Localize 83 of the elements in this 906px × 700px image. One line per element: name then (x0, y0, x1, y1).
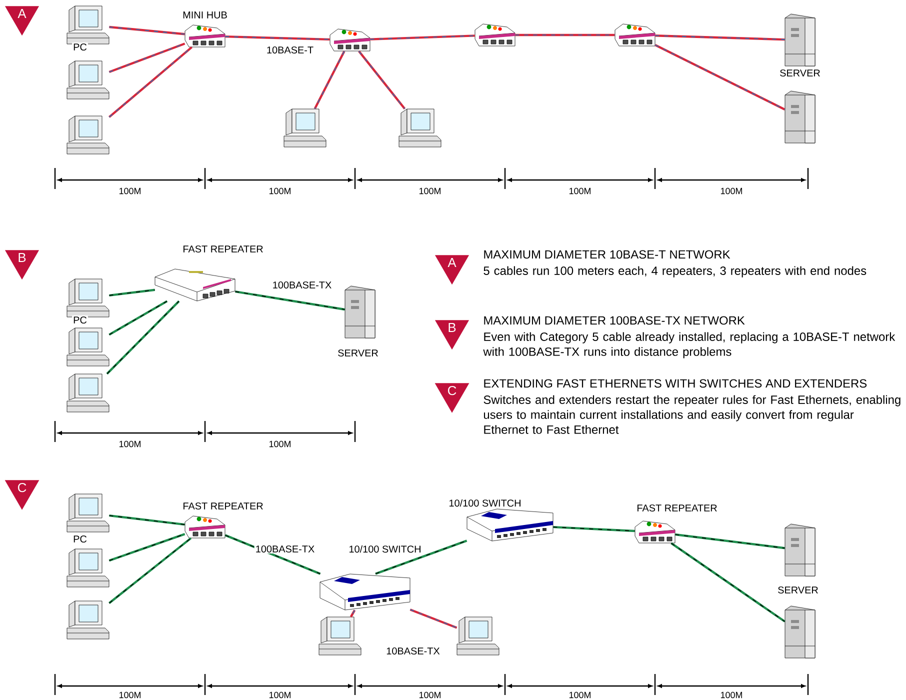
hub-drawing (184, 516, 226, 538)
twisted-pair-cable (654, 34, 786, 41)
device-label: FAST REPEATER (182, 244, 264, 254)
dimension-label: 100M (419, 188, 440, 194)
dimension-label: 100M (269, 188, 290, 194)
twisted-pair-cable (410, 608, 458, 629)
twisted-pair-cable (234, 290, 346, 311)
device-label: 10/100 SWITCH (448, 498, 522, 508)
twisted-pair-cable (358, 50, 406, 110)
computer-drawing (66, 374, 110, 412)
twisted-pair-cable (514, 34, 616, 36)
dimension-label: 100M (119, 188, 140, 194)
repeater-drawing (154, 268, 236, 302)
device-label: FAST REPEATER (636, 503, 718, 513)
edge-label: 100BASE-TX (254, 544, 316, 554)
twisted-pair-cable (108, 46, 192, 118)
computer-drawing (284, 108, 326, 148)
dimension-label: 100M (569, 188, 590, 194)
computer-drawing (66, 600, 110, 640)
device-label: SERVER (776, 585, 820, 595)
computer-drawing (66, 278, 110, 318)
twisted-pair-cable (106, 300, 180, 375)
computer-drawing (66, 6, 110, 44)
server-drawing (784, 14, 816, 66)
dimension-label: 100M (569, 692, 590, 698)
twisted-pair-cable (314, 50, 346, 110)
dimension-label: 100M (119, 440, 140, 448)
dimension-label: 100M (419, 692, 440, 698)
twisted-pair-cable (108, 300, 168, 336)
dimension-label: 100M (269, 692, 290, 698)
server-drawing (784, 524, 816, 576)
computer-drawing (456, 616, 500, 656)
switch-drawing (320, 574, 410, 610)
twisted-pair-cable (108, 288, 156, 297)
computer-drawing (66, 494, 110, 532)
server-drawing (784, 606, 816, 658)
dimension-label: 100M (720, 692, 742, 698)
description-text: 5 cables run 100 meters each, 4 repeaters, 3 repeaters with end nodes (484, 266, 866, 278)
twisted-pair-cable (670, 542, 786, 622)
section-heading: MAXIMUM DIAMETER 100BASE-TX NETWORK (484, 316, 745, 325)
dimension-label: 100M (720, 188, 742, 194)
twisted-pair-cable (224, 35, 330, 41)
computer-drawing (66, 60, 110, 100)
computer-drawing (66, 328, 110, 366)
device-label: SERVER (336, 348, 380, 358)
device-label: MINI HUB (182, 10, 228, 20)
server-drawing (344, 286, 376, 338)
hub-drawing (184, 24, 226, 48)
twisted-pair-cable (108, 514, 186, 526)
computer-drawing (66, 116, 110, 154)
switch-drawing (466, 508, 554, 542)
section-heading: EXTENDING FAST ETHERNETS WITH SWITCHES AND EXTENDERS (484, 379, 867, 388)
edge-label: 100BASE-TX (271, 280, 333, 290)
twisted-pair-cable (654, 44, 786, 110)
server-drawing (784, 90, 816, 144)
hub-drawing (330, 28, 370, 52)
edge-label: 10BASE-T (265, 45, 315, 55)
twisted-pair-cable (108, 42, 186, 74)
dimension-label: 100M (269, 440, 290, 448)
device-label: 10/100 SWITCH (348, 544, 422, 554)
twisted-pair-cable (108, 533, 186, 562)
twisted-pair-cable (350, 610, 356, 618)
device-label: PC (72, 534, 88, 544)
section-heading: MAXIMUM DIAMETER 10BASE-T NETWORK (484, 250, 730, 259)
hub-drawing (474, 24, 516, 46)
description-text: Switches and extenders restart the repeater rules for Fast Ethernets, enabling users to maintain current installations and easily convert from regular Ethernet to Fast Ethernet (484, 395, 900, 434)
twisted-pair-cable (375, 540, 468, 575)
twisted-pair-cable (108, 537, 192, 604)
dimension-label: 100M (119, 692, 140, 698)
twisted-pair-cable (370, 34, 476, 40)
computer-drawing (318, 616, 362, 656)
twisted-pair-cable (224, 534, 321, 575)
device-label: SERVER (778, 68, 822, 78)
description-text: Even with Category 5 cable already installed, replacing a 10BASE-T network with 100BASE-TX runs into distance problems (483, 332, 896, 358)
twisted-pair-cable (552, 526, 636, 532)
twisted-pair-cable (108, 26, 186, 36)
cable-label: 10BASE-TX (385, 646, 441, 656)
hub-drawing (634, 520, 676, 544)
twisted-pair-cable (674, 533, 786, 550)
hub-drawing (614, 24, 656, 46)
computer-drawing (398, 108, 442, 148)
device-label: FAST REPEATER (182, 501, 264, 511)
computer-drawing (66, 548, 110, 588)
